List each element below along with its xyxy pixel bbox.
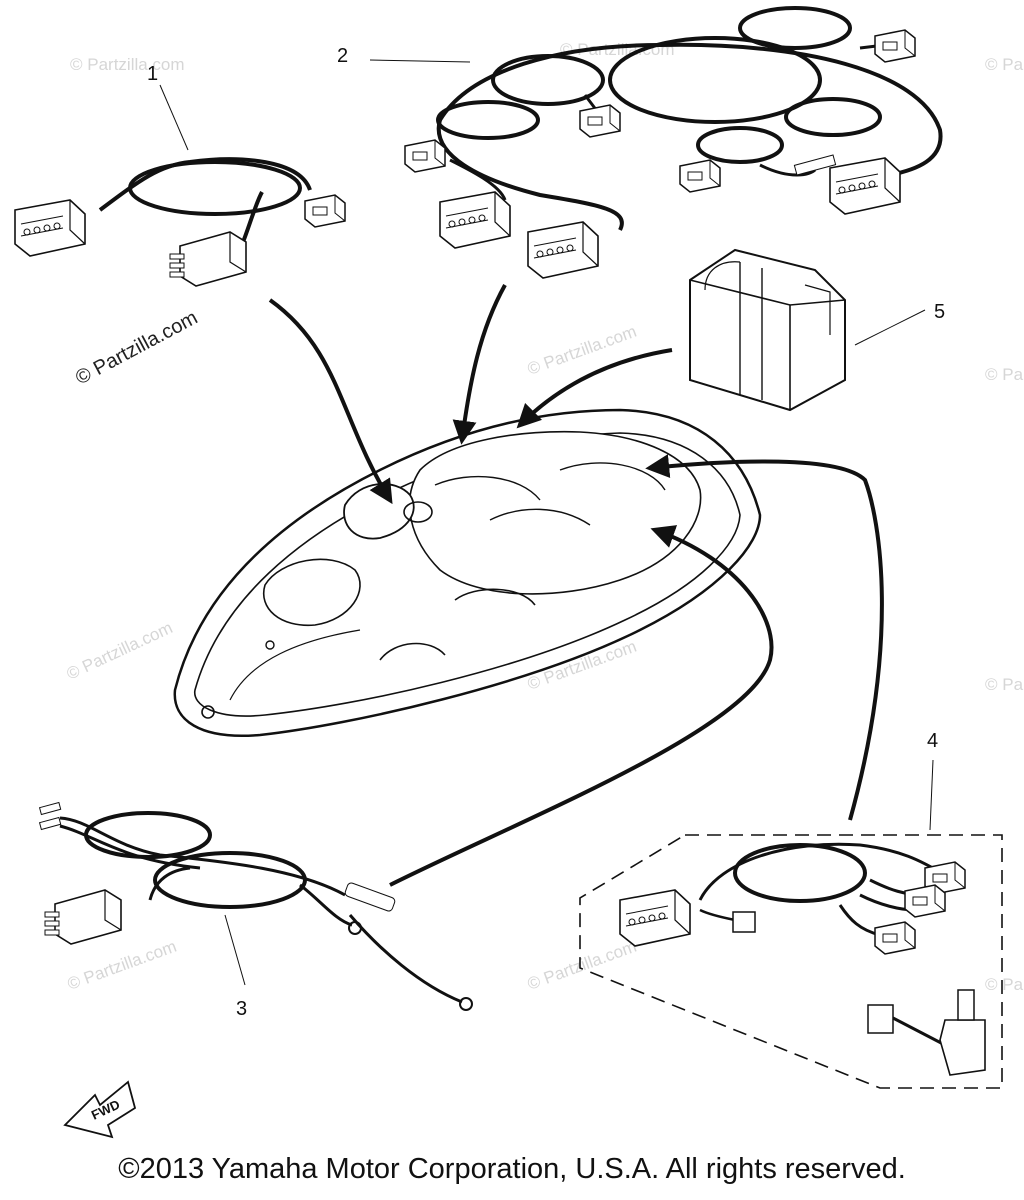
part-5-battery-box[interactable] <box>689 248 846 412</box>
connector-small <box>404 139 446 173</box>
connector-small <box>874 921 916 955</box>
callout-3: 3 <box>236 998 247 1020</box>
ring-terminal <box>459 997 473 1011</box>
connector-small <box>579 104 621 138</box>
watermark-text: © Partzilla.com <box>985 675 1024 694</box>
terminal-spade <box>38 801 62 816</box>
watermark-text: © Partzilla.com <box>985 975 1024 994</box>
boat-hull <box>173 408 762 737</box>
connector-small <box>732 911 756 933</box>
kit-boundary <box>579 834 1003 1089</box>
callout-4: 4 <box>927 730 938 752</box>
copyright-notice: ©2013 Yamaha Motor Corporation, U.S.A. A… <box>118 1153 906 1185</box>
connector-small <box>904 884 946 918</box>
connector-6pin <box>527 221 599 279</box>
watermark-text: © Partzilla.com <box>64 618 176 684</box>
assembly-arrows <box>268 284 884 887</box>
forward-direction-indicator: FWD <box>63 1080 137 1139</box>
watermark-text: © Partzilla.com <box>65 937 179 994</box>
fwd-arrow-icon <box>63 1080 137 1139</box>
wire-splice <box>344 882 396 912</box>
ring-terminal <box>348 921 362 935</box>
callout-1: 1 <box>147 63 158 85</box>
callout-5: 5 <box>934 301 945 323</box>
connector-6pin <box>619 889 691 947</box>
connector-small <box>874 29 916 63</box>
connector-6pin <box>14 199 86 257</box>
callout-leaders <box>159 59 934 986</box>
fuse-holder <box>793 154 837 176</box>
connector-6pin <box>829 157 901 215</box>
watermark-text: © Partzilla.com <box>985 55 1024 74</box>
watermark-text: © Partzilla.com <box>985 365 1024 384</box>
terminal-spade <box>38 816 62 831</box>
watermark-text: © Partzilla.com <box>72 307 201 390</box>
sensor-plug <box>867 1004 894 1034</box>
connector-small <box>304 194 346 228</box>
connector-small <box>679 159 721 193</box>
watermark-text: © Partzilla.com <box>525 322 639 379</box>
watermark-text: © Partzilla.com <box>70 55 185 74</box>
connector-6pin <box>439 191 511 249</box>
callout-2: 2 <box>337 45 348 67</box>
connector-pin-plug <box>169 231 247 287</box>
part-3-ground-harness[interactable] <box>38 801 473 1011</box>
part-4-sensor-harness[interactable] <box>579 834 1003 1089</box>
part-2-main-harness[interactable] <box>404 6 943 279</box>
part-1-wire-harness[interactable] <box>14 157 346 287</box>
connector-pin-plug <box>44 889 122 945</box>
temperature-sensor <box>939 1019 986 1076</box>
